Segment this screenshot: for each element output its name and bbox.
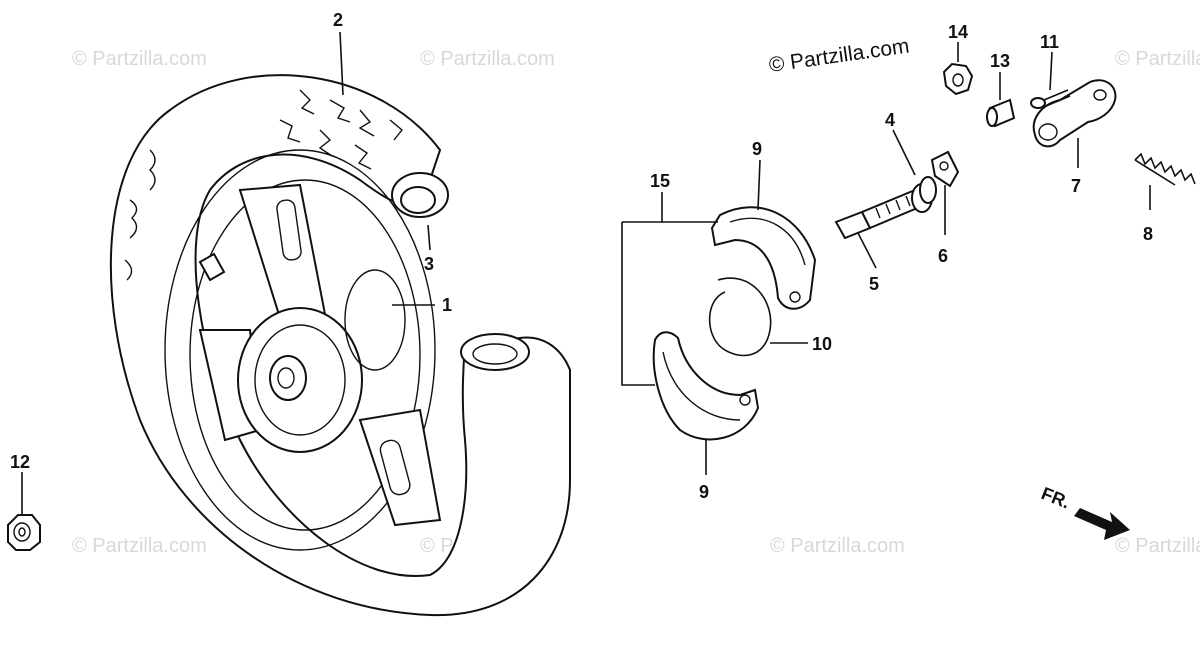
brake-arm-nut bbox=[942, 62, 974, 96]
callout-11: 11 bbox=[1040, 32, 1059, 52]
callout-14: 14 bbox=[948, 22, 968, 42]
callout-9-lower: 9 bbox=[699, 482, 709, 502]
direction-label: FR. bbox=[1039, 483, 1073, 512]
brake-shoe-upper bbox=[710, 206, 817, 310]
axle-nut bbox=[7, 514, 41, 551]
shoe-spring bbox=[708, 277, 772, 357]
rim-spoke bbox=[358, 408, 442, 527]
brake-arm bbox=[1032, 79, 1117, 148]
callout-15: 15 bbox=[650, 171, 670, 191]
arm-bolt bbox=[1030, 89, 1071, 109]
watermark: © Partzilla.com bbox=[1115, 535, 1200, 557]
hub-bearing bbox=[269, 355, 307, 401]
valve-stem bbox=[198, 252, 226, 282]
callout-7: 7 bbox=[1071, 176, 1081, 196]
callout-5: 5 bbox=[869, 274, 879, 294]
callout-6: 6 bbox=[938, 246, 948, 266]
rim-inner bbox=[189, 179, 421, 531]
copyright-notice: © Partzilla.com bbox=[767, 34, 910, 76]
callout-4: 4 bbox=[885, 110, 895, 130]
wheel-assembly bbox=[109, 74, 571, 617]
callout-13: 13 bbox=[990, 51, 1010, 71]
watermark: © Partzilla.com bbox=[72, 48, 207, 70]
front-direction-arrow: FR. bbox=[1039, 483, 1130, 540]
callout-9-upper: 9 bbox=[752, 139, 762, 159]
watermark: © Partzilla.com bbox=[1115, 48, 1200, 70]
tire-tread bbox=[124, 89, 403, 281]
callout-8: 8 bbox=[1143, 224, 1153, 244]
return-spring bbox=[1134, 152, 1196, 186]
callout-1: 1 bbox=[442, 295, 452, 315]
felt-seal bbox=[919, 176, 937, 204]
watermark: © Partzilla.com bbox=[72, 535, 207, 557]
tire-valve-inner bbox=[400, 186, 436, 214]
brake-shoe-lower bbox=[652, 331, 760, 441]
wear-indicator-plate bbox=[930, 150, 960, 188]
callout-2: 2 bbox=[333, 10, 343, 30]
leader-lines bbox=[21, 31, 1151, 514]
callout-3: 3 bbox=[424, 254, 434, 274]
callout-10: 10 bbox=[812, 334, 832, 354]
watermark: © Partzilla.com bbox=[420, 48, 555, 70]
callout-12: 12 bbox=[10, 452, 30, 472]
spacer-collar bbox=[986, 98, 1016, 128]
brake-cam bbox=[834, 183, 933, 240]
watermark: © Partzilla.com bbox=[770, 535, 905, 557]
rim-outer bbox=[164, 149, 436, 551]
